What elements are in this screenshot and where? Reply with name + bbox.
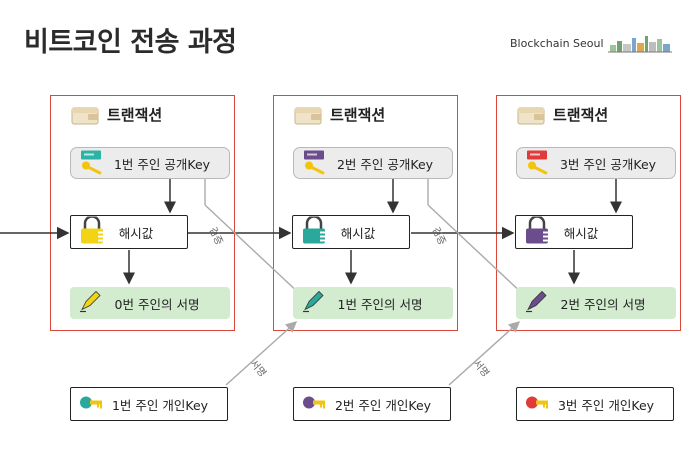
public-key-node: 3번 주인 공개Key xyxy=(516,147,676,179)
signature-label: 0번 주인의 서명 xyxy=(114,296,200,312)
hash-label: 해시값 xyxy=(118,225,154,241)
lock-icon xyxy=(79,215,105,248)
lock-icon xyxy=(301,215,327,248)
public-key-label: 1번 주인 공개Key xyxy=(113,156,211,172)
public-key-label: 2번 주인 공개Key xyxy=(336,156,434,172)
transaction-title: 트랜잭션 xyxy=(107,106,163,124)
public-key-node: 2번 주인 공개Key xyxy=(293,147,453,179)
wallet-icon xyxy=(517,107,545,124)
brand-skyline-icon xyxy=(607,36,672,53)
pen-icon xyxy=(78,290,102,317)
brand-text: Blockchain Seoul xyxy=(510,36,604,50)
private-key-icon xyxy=(79,392,105,417)
pen-icon xyxy=(524,290,548,317)
private-key-node: 2번 주인 개인Key xyxy=(293,387,451,421)
sign-arrow xyxy=(448,321,521,386)
private-key-label: 1번 주인 개인Key xyxy=(111,397,209,413)
signature-node: 2번 주인의 서명 xyxy=(516,287,676,319)
brand: Blockchain Seoul xyxy=(510,32,672,54)
wallet-icon xyxy=(71,107,99,124)
private-key-label: 2번 주인 개인Key xyxy=(334,397,432,413)
private-key-node: 1번 주인 개인Key xyxy=(70,387,228,421)
signature-node: 1번 주인의 서명 xyxy=(293,287,453,319)
hash-node: 해시값 xyxy=(292,215,410,249)
private-key-node: 3번 주인 개인Key xyxy=(516,387,674,421)
public-key-node: 1번 주인 공개Key xyxy=(70,147,230,179)
lock-icon xyxy=(524,215,550,248)
signature-node: 0번 주인의 서명 xyxy=(70,287,230,319)
public-key-icon xyxy=(79,149,105,178)
wallet-icon xyxy=(294,107,322,124)
transaction-header: 트랜잭션 xyxy=(517,104,608,125)
public-key-icon xyxy=(302,149,328,178)
hash-node: 해시값 xyxy=(70,215,188,249)
verify-line xyxy=(204,204,303,297)
transaction-header: 트랜잭션 xyxy=(71,104,162,125)
private-key-label: 3번 주인 개인Key xyxy=(557,397,655,413)
transaction-title: 트랜잭션 xyxy=(330,106,386,124)
page-title: 비트코인 전송 과정 xyxy=(24,27,237,58)
private-key-icon xyxy=(525,392,551,417)
public-key-label: 3번 주인 공개Key xyxy=(559,156,657,172)
transaction-header: 트랜잭션 xyxy=(294,104,385,125)
hash-label: 해시값 xyxy=(563,225,599,241)
hash-node: 해시값 xyxy=(515,215,633,249)
verify-line xyxy=(427,204,526,297)
signature-label: 2번 주인의 서명 xyxy=(560,296,646,312)
transaction-title: 트랜잭션 xyxy=(553,106,609,124)
pen-icon xyxy=(301,290,325,317)
sign-arrow xyxy=(225,321,298,386)
hash-label: 해시값 xyxy=(340,225,376,241)
signature-label: 1번 주인의 서명 xyxy=(337,296,423,312)
public-key-icon xyxy=(525,149,551,178)
private-key-icon xyxy=(302,392,328,417)
